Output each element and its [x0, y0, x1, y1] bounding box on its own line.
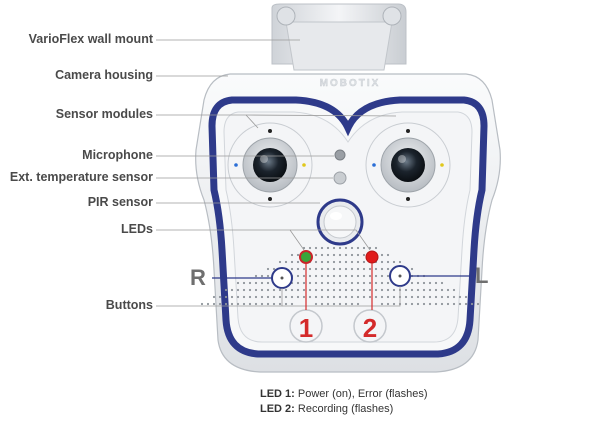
callout-microphone: Microphone — [82, 148, 153, 162]
wall-mount — [271, 3, 407, 71]
callout-camera-housing: Camera housing — [55, 68, 153, 82]
side-label-left: L — [475, 263, 489, 288]
sensor-module-right — [365, 122, 451, 208]
side-lines — [212, 275, 470, 279]
mount-screw-icon — [276, 6, 296, 26]
callout-lines — [156, 39, 401, 307]
pir-sensor — [316, 198, 364, 246]
button-1-number: 1 — [299, 313, 313, 343]
button-2-number: 2 — [363, 313, 377, 343]
callout-temperature-sensor: Ext. temperature sensor — [9, 170, 153, 184]
brand-logo: MOBOTIX — [320, 78, 381, 89]
legend-led-2: LED 2: Recording (flashes) — [260, 403, 393, 415]
legend-led-1: LED 1: Power (on), Error (flashes) — [260, 388, 428, 400]
legend-led-1-key: LED 1: — [260, 388, 295, 400]
callout-wall-mount: VarioFlex wall mount — [28, 32, 153, 46]
callout-buttons: Buttons — [105, 298, 153, 312]
callout-sensor-modules: Sensor modules — [55, 107, 153, 121]
callout-pir-sensor: PIR sensor — [87, 195, 153, 209]
callout-leds: LEDs — [121, 222, 153, 236]
legend-led-2-key: LED 2: — [260, 403, 295, 415]
button-2-ring — [353, 309, 387, 343]
sensor-module-left — [227, 122, 313, 208]
temperature-sensor-icon — [333, 171, 347, 185]
led-button-lines — [305, 263, 373, 310]
microphone-icon — [334, 149, 346, 161]
legend-led-2-text: Recording (flashes) — [297, 403, 394, 415]
led-1-icon — [299, 250, 313, 264]
speaker-grille — [200, 246, 480, 306]
side-label-right: R — [190, 265, 206, 290]
led-2-icon — [365, 250, 379, 264]
legend-led-1-text: Power (on), Error (flashes) — [297, 388, 428, 400]
mount-screw-icon — [382, 6, 402, 26]
